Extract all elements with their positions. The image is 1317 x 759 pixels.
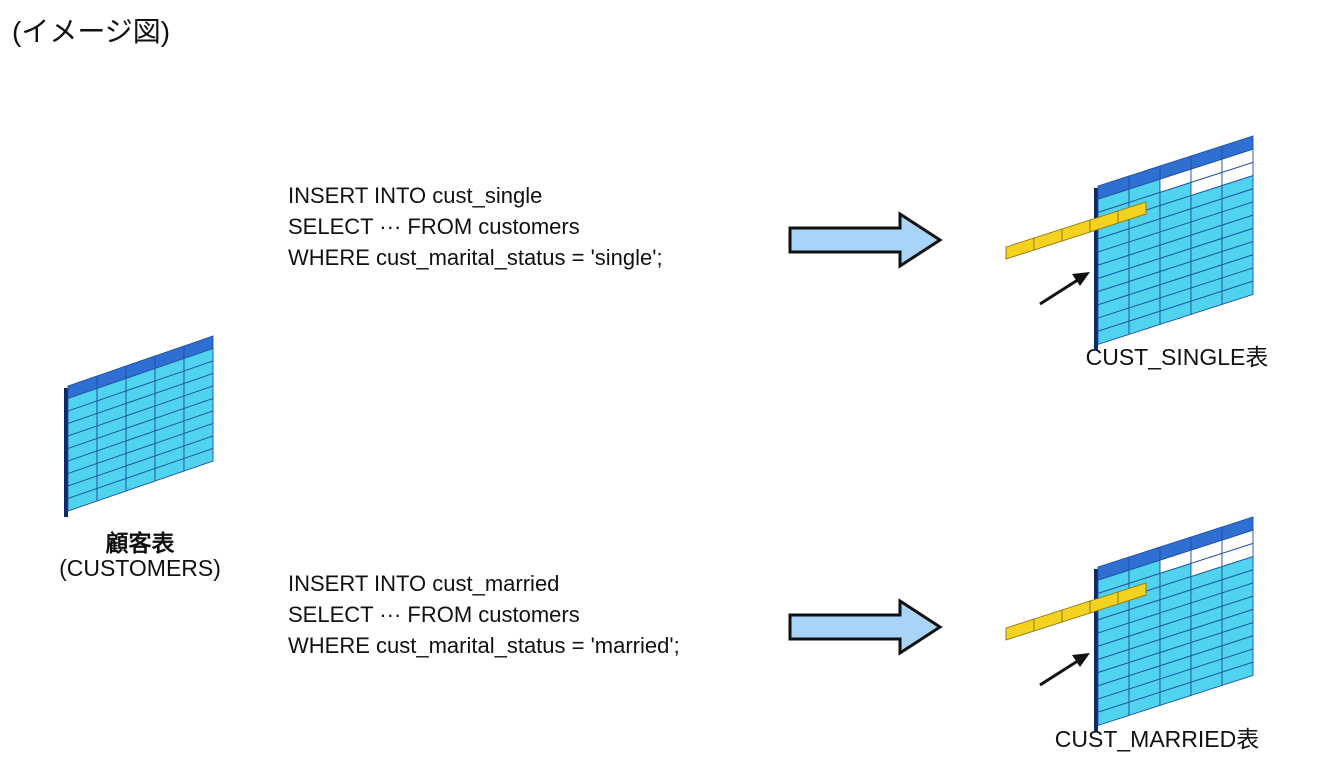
customers-table-icon bbox=[64, 335, 214, 517]
inserted-row-cell bbox=[1117, 201, 1147, 224]
table-cell bbox=[183, 447, 214, 472]
insert-pointer-head bbox=[1072, 653, 1090, 667]
sql-line: WHERE cust_marital_status = 'single'; bbox=[288, 245, 663, 270]
sql-line: SELECT ··· FROM customers bbox=[288, 602, 580, 627]
inserted-row-cell bbox=[1033, 228, 1063, 251]
table-edge bbox=[64, 388, 68, 517]
inserted-row-cell bbox=[1005, 618, 1035, 641]
sql-line: SELECT ··· FROM customers bbox=[288, 214, 580, 239]
table-edge bbox=[1094, 188, 1098, 351]
table-cell bbox=[1221, 661, 1254, 687]
table-cell bbox=[1221, 280, 1254, 306]
sql-line: INSERT INTO cust_married bbox=[288, 571, 560, 596]
source-table-name: 顧客表 bbox=[105, 530, 175, 556]
right-arrow-icon bbox=[788, 211, 943, 269]
inserted-row-cell bbox=[1033, 609, 1063, 632]
cust-married-table-icon bbox=[1005, 516, 1254, 732]
sql-line: WHERE cust_marital_status = 'married'; bbox=[288, 633, 680, 658]
arrow-shape bbox=[788, 598, 943, 656]
inserted-row-cell bbox=[1117, 582, 1147, 605]
right-arrow-icon bbox=[788, 598, 943, 656]
sql-query-single: INSERT INTO cust_single SELECT ··· FROM … bbox=[288, 180, 663, 273]
inserted-row-cell bbox=[1005, 237, 1035, 260]
source-table-physical-name: (CUSTOMERS) bbox=[59, 555, 221, 581]
cust-single-table-icon bbox=[1005, 135, 1254, 351]
inserted-row-cell bbox=[1061, 219, 1091, 242]
target-table-label-married: CUST_MARRIED表 bbox=[1054, 726, 1260, 752]
sql-line: INSERT INTO cust_single bbox=[288, 183, 543, 208]
table-edge bbox=[1094, 569, 1098, 732]
target-table-label-single: CUST_SINGLE表 bbox=[1085, 344, 1269, 370]
page-title: (イメージ図) bbox=[12, 16, 171, 47]
arrow-shape bbox=[788, 211, 943, 269]
sql-query-married: INSERT INTO cust_married SELECT ··· FROM… bbox=[288, 568, 680, 661]
inserted-row-cell bbox=[1061, 600, 1091, 623]
insert-pointer-head bbox=[1072, 272, 1090, 286]
